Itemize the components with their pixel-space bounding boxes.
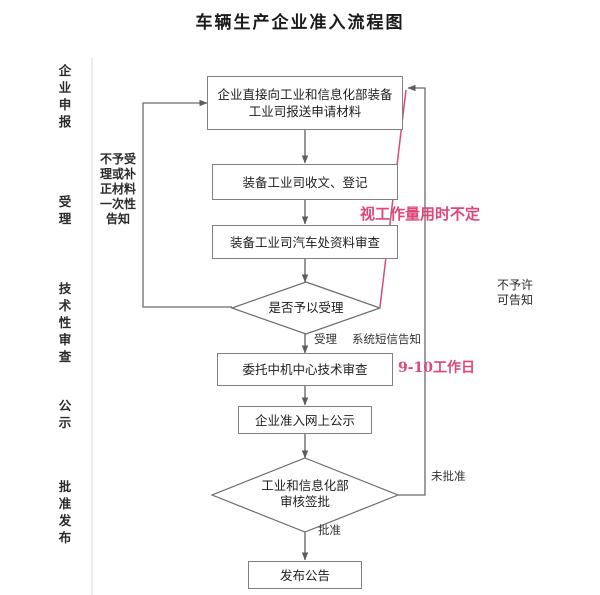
decision-shape-accept[interactable] bbox=[230, 281, 382, 335]
edge-label-sms-notify: 系统短信告知 bbox=[352, 332, 421, 346]
node-publish-notice[interactable]: 发布公告 bbox=[248, 561, 362, 589]
red-note-working-days: 9-10工作日 bbox=[398, 360, 476, 376]
node-entrust-technical-review[interactable]: 委托中机中心技术审查 bbox=[217, 353, 393, 386]
node-submit-application[interactable]: 企业直接向工业和信息化部装备工业司报送申请材料 bbox=[207, 76, 403, 130]
page-title: 车辆生产企业准入流程图 bbox=[195, 13, 405, 33]
stage-label-publicity: 公示 bbox=[58, 398, 72, 430]
stage-label-technical-review: 技术性审查 bbox=[58, 281, 72, 364]
edge-label-accepted: 受理 bbox=[314, 332, 337, 346]
note-no-permit-notice: 不予许可告知 bbox=[496, 278, 533, 307]
stage-label-acceptance: 受理 bbox=[58, 194, 72, 226]
edge-label-not-approved: 未批准 bbox=[431, 469, 466, 483]
red-note-variable-time: 视工作量用时不定 bbox=[360, 205, 481, 223]
stage-label-declaration: 企业申报 bbox=[58, 63, 72, 129]
node-online-publicity[interactable]: 企业准入网上公示 bbox=[238, 406, 372, 434]
note-rejection-notice: 不予受理或补正材料一次性告知 bbox=[99, 152, 136, 226]
node-material-review[interactable]: 装备工业司汽车处资料审查 bbox=[212, 225, 398, 259]
node-receive-and-register[interactable]: 装备工业司收文、登记 bbox=[212, 164, 398, 200]
edge-label-approved: 批准 bbox=[318, 523, 341, 537]
decision-shape-ministry-approval[interactable] bbox=[210, 457, 400, 533]
stage-label-approval-release: 批准发布 bbox=[58, 479, 72, 545]
